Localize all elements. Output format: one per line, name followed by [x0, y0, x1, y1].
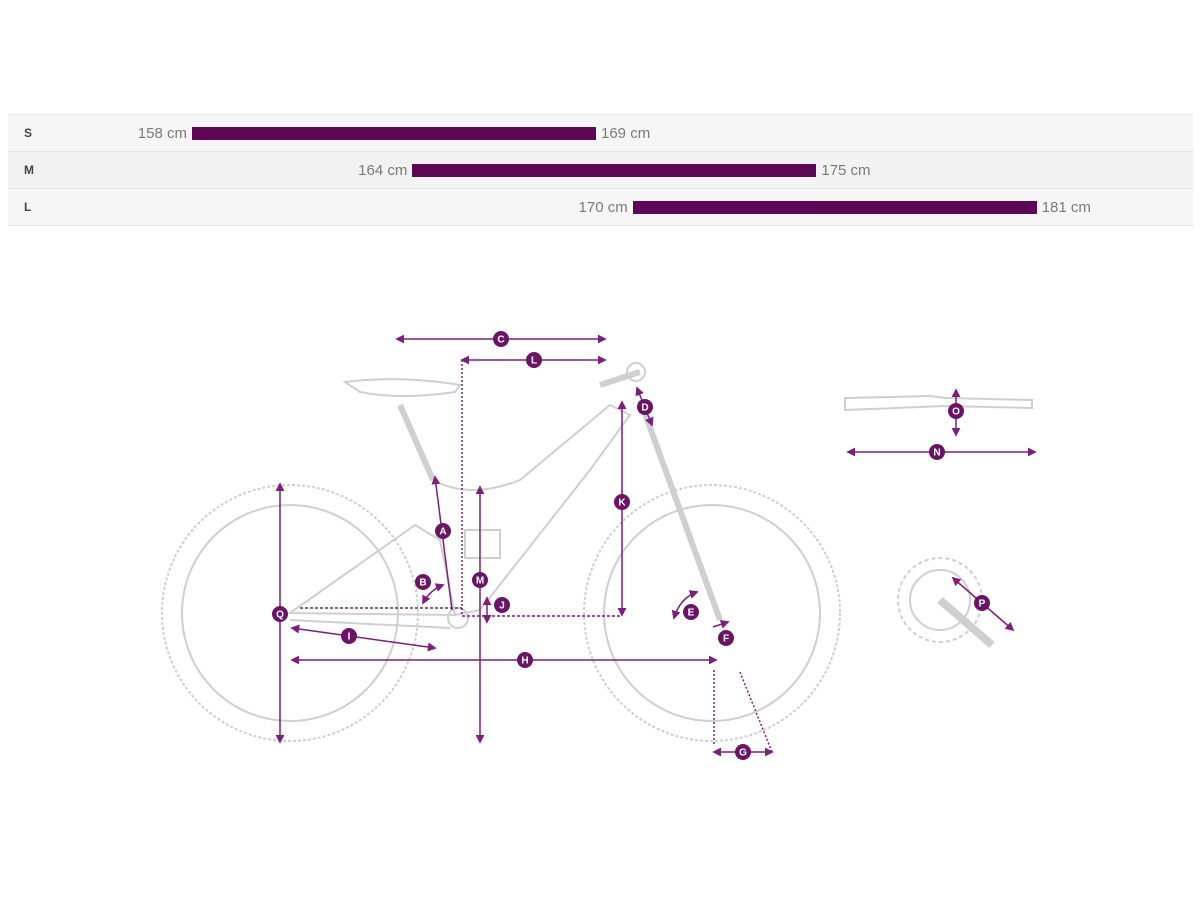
marker-k: K — [614, 494, 630, 510]
marker-e: E — [683, 604, 699, 620]
height-range-bar — [632, 201, 1037, 214]
seat-post — [397, 403, 436, 482]
size-row-l: L 170 cm 181 cm — [8, 189, 1193, 226]
marker-h: H — [517, 652, 533, 668]
saddle — [342, 378, 462, 397]
handlebar — [844, 394, 1033, 412]
marker-c: C — [493, 331, 509, 347]
front-tire — [583, 484, 841, 742]
min-height-label: 170 cm — [578, 199, 628, 216]
svg-text:H: H — [521, 656, 528, 667]
marker-n: N — [929, 444, 945, 460]
rear-triangle — [286, 523, 457, 617]
marker-l: L — [526, 352, 542, 368]
svg-text:M: M — [476, 576, 484, 587]
svg-text:K: K — [618, 498, 626, 509]
rider-height-size-table: S 158 cm 169 cm M 164 cm 175 cm L 170 cm… — [8, 114, 1193, 226]
front-rim — [603, 504, 821, 722]
marker-j: J — [494, 597, 510, 613]
max-height-label: 175 cm — [821, 162, 871, 179]
size-label: M — [24, 163, 34, 177]
max-height-label: 181 cm — [1041, 199, 1091, 216]
rear-rim — [181, 504, 399, 722]
svg-text:O: O — [952, 407, 960, 418]
marker-b: B — [415, 574, 431, 590]
min-height-label: 164 cm — [358, 162, 408, 179]
rear-tire — [161, 484, 419, 742]
marker-a: A — [435, 523, 451, 539]
size-row-s: S 158 cm 169 cm — [8, 115, 1193, 152]
svg-text:A: A — [439, 527, 446, 538]
height-range-bar — [192, 127, 596, 140]
stem — [599, 369, 641, 388]
measurement-markers: A B C D E F G H I J K L M N O P Q — [272, 331, 990, 760]
min-height-label: 158 cm — [137, 125, 187, 142]
svg-text:D: D — [641, 403, 648, 414]
marker-g: G — [735, 744, 751, 760]
svg-text:C: C — [497, 335, 504, 346]
svg-text:Q: Q — [276, 610, 284, 621]
size-row-m: M 164 cm 175 cm — [8, 152, 1193, 189]
svg-text:B: B — [419, 578, 426, 589]
svg-text:J: J — [499, 601, 505, 612]
height-range-bar — [412, 164, 817, 177]
svg-text:P: P — [979, 599, 986, 610]
fork — [637, 398, 723, 622]
size-label: S — [24, 126, 33, 140]
svg-text:G: G — [739, 748, 747, 759]
marker-o: O — [948, 403, 964, 419]
shock — [464, 529, 501, 559]
marker-f: F — [718, 630, 734, 646]
svg-text:N: N — [933, 448, 940, 459]
marker-m: M — [472, 572, 488, 588]
marker-i: I — [341, 628, 357, 644]
marker-d: D — [637, 399, 653, 415]
svg-text:F: F — [723, 634, 729, 645]
size-label: L — [24, 200, 32, 214]
marker-p: P — [974, 595, 990, 611]
svg-text:I: I — [348, 632, 351, 643]
bike-outline — [161, 362, 1033, 742]
marker-q: Q — [272, 606, 288, 622]
svg-text:E: E — [688, 608, 695, 619]
svg-text:L: L — [531, 356, 537, 367]
max-height-label: 169 cm — [601, 125, 651, 142]
